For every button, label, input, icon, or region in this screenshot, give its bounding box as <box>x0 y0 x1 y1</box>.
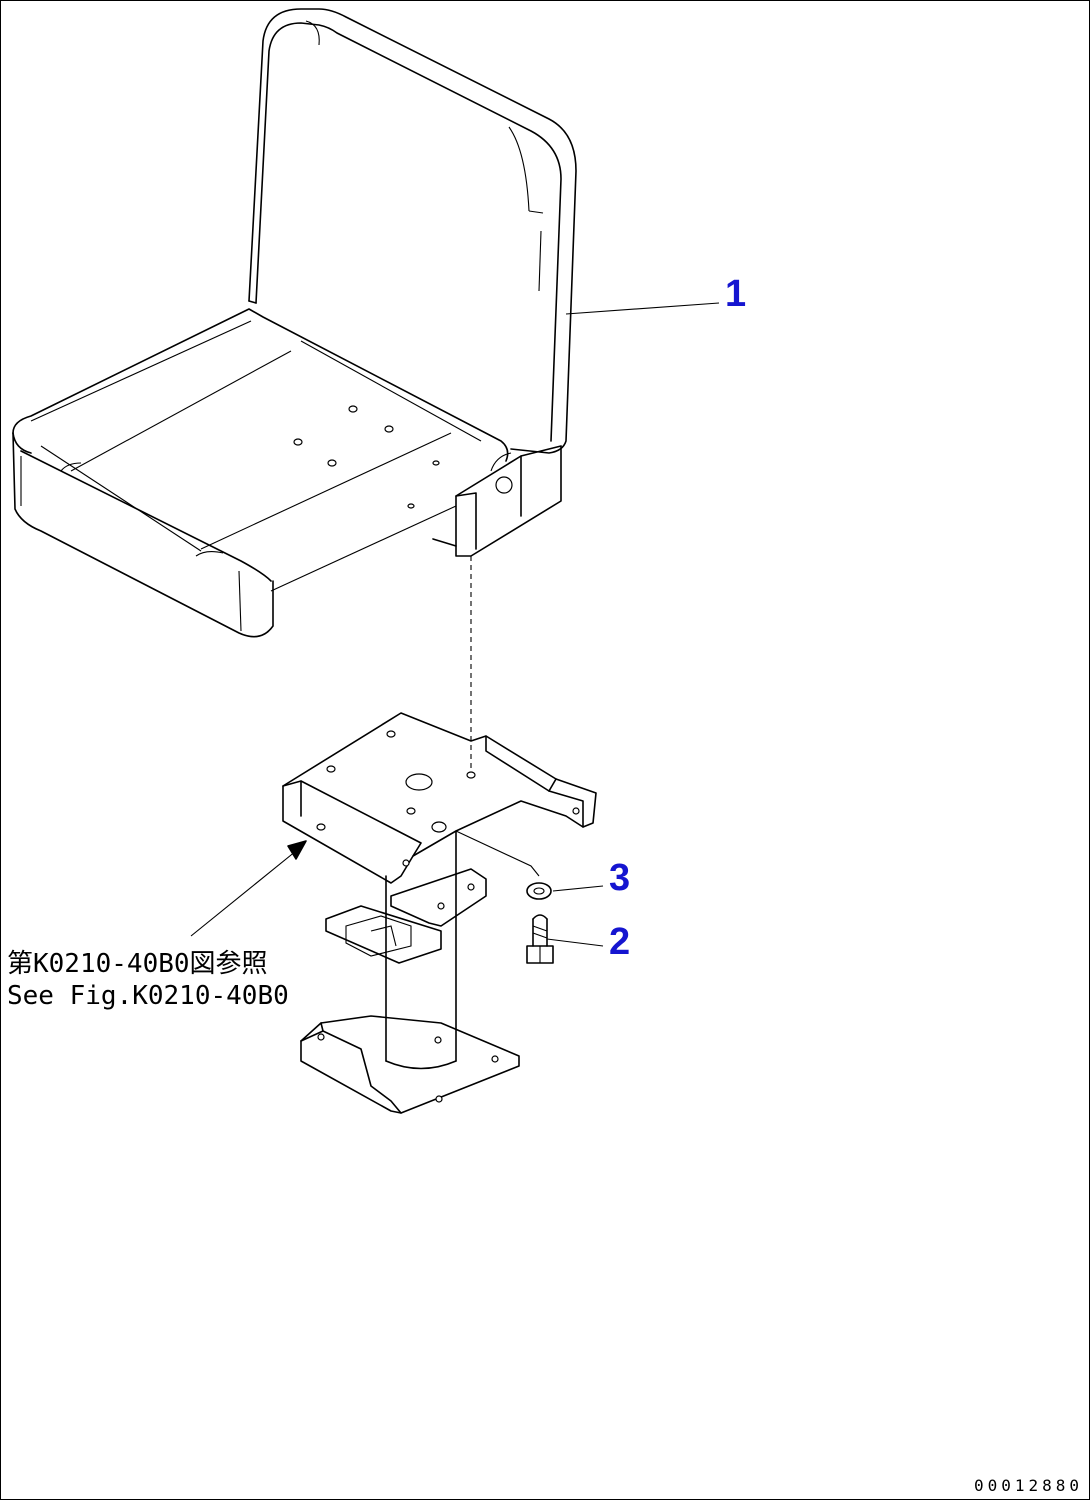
reference-leader-line <box>190 850 297 937</box>
washer-guide-line <box>455 830 540 877</box>
seat-mount-plate <box>282 712 597 884</box>
cushion-holes <box>293 405 440 509</box>
reference-arrowhead <box>287 840 307 860</box>
seat-backrest <box>248 8 577 454</box>
callout-2-label: 2 <box>609 921 631 963</box>
reference-note-en: See Fig.K0210-40B0 <box>7 981 289 1011</box>
leader-line-1 <box>565 302 720 315</box>
seat-pedestal <box>300 830 520 1114</box>
leader-line-2 <box>546 938 604 947</box>
washer <box>526 882 552 900</box>
leader-line-3 <box>552 885 604 892</box>
callout-3-label: 3 <box>609 857 631 899</box>
callout-1-label: 1 <box>725 273 747 315</box>
reference-note-jp: 第K0210-40B0図参照 <box>7 949 268 979</box>
bolt <box>526 914 554 964</box>
seat-cushion <box>12 308 509 638</box>
drawing-number: 00012880 <box>973 1476 1083 1495</box>
seat-hinge-bracket <box>432 445 562 557</box>
